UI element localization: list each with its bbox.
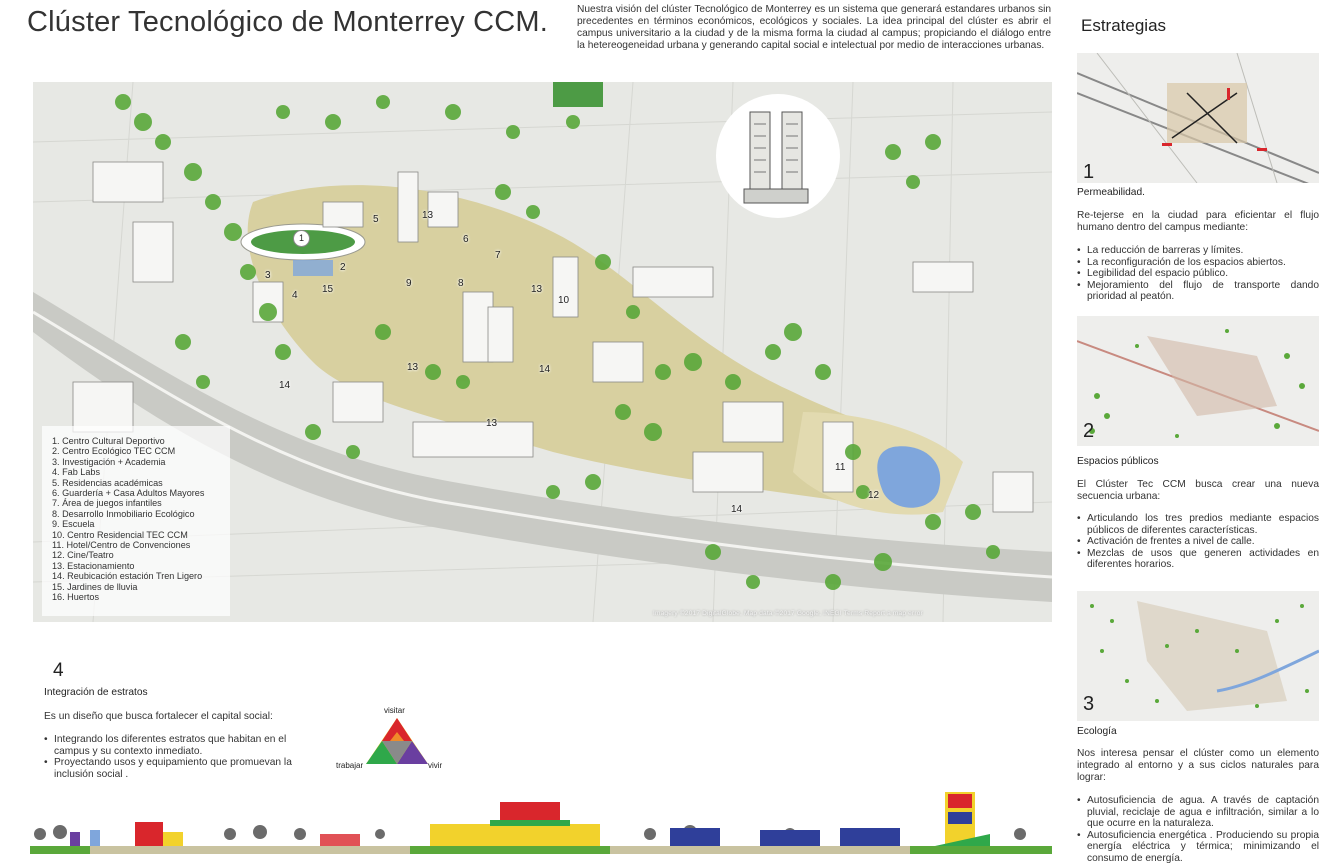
map-tag: 11 xyxy=(835,462,846,473)
list-item: Mezclas de usos que generen actividades … xyxy=(1077,548,1319,571)
map-tag: 13 xyxy=(531,284,543,295)
ecology-map xyxy=(1077,591,1319,721)
map-tag: 4 xyxy=(292,290,298,301)
map-tag: 9 xyxy=(406,278,412,289)
map-tag: 10 xyxy=(558,295,570,306)
map-copyright: Imagery ©2017 DigitalGlobe, Map data ©20… xyxy=(653,610,923,617)
masterplan-drawing xyxy=(33,82,1052,622)
map-tag: 1 xyxy=(293,230,310,247)
map-tag: 6 xyxy=(463,234,469,245)
triangle-label-left: trabajar xyxy=(336,761,364,770)
triangle-label-right: vivir xyxy=(428,761,443,770)
legend-item: 6. Guardería + Casa Adultos Mayores xyxy=(52,488,205,499)
strategy-3-diagram: 3 xyxy=(1077,591,1319,721)
integration-title: Integración de estratos xyxy=(44,687,148,698)
legend-item: 4. Fab Labs xyxy=(52,467,101,478)
triangle-icon xyxy=(366,718,428,764)
legend-item: 14. Reubicación estación Tren Ligero xyxy=(52,571,203,582)
strata-triangle: visitar trabajar vivir xyxy=(336,706,448,772)
aerial-masterplan: 1 2 3 4 5 6 7 8 9 10 11 12 13 13 13 13 1… xyxy=(33,82,1052,622)
map-tag: 13 xyxy=(486,418,498,429)
strategy-2-list: Articulando los tres predios mediante es… xyxy=(1077,513,1319,571)
urban-section-elevation xyxy=(30,788,1052,858)
strategy-3-list: Autosuficiencia de agua. A través de cap… xyxy=(1077,795,1319,865)
list-item: Activación de frentes a nivel de calle. xyxy=(1077,536,1319,548)
legend-item: 7. Área de juegos infantiles xyxy=(52,498,162,509)
strategy-2-number: 2 xyxy=(1083,420,1095,442)
legend-item: 10. Centro Residencial TEC CCM xyxy=(52,529,188,540)
list-item: Legibilidad del espacio público. xyxy=(1077,268,1319,280)
map-tag: 14 xyxy=(731,504,743,515)
strategy-2-text: El Clúster Tec CCM busca crear una nueva… xyxy=(1077,479,1319,502)
list-item: Autosuficiencia energética . Produciendo… xyxy=(1077,830,1319,865)
legend-item: 5. Residencias académicas xyxy=(52,477,163,488)
map-tag: 13 xyxy=(422,210,434,221)
map-tag: 3 xyxy=(265,270,271,281)
map-tag: 2 xyxy=(340,262,346,273)
integration-text: Es un diseño que busca fortalecer el cap… xyxy=(44,711,273,722)
map-tag: 14 xyxy=(539,364,551,375)
permeability-map xyxy=(1077,53,1319,183)
list-item: La reconfiguración de los espacios abier… xyxy=(1077,257,1319,269)
strategy-2-diagram: 2 xyxy=(1077,316,1319,446)
map-tag: 14 xyxy=(279,380,291,391)
strategy-3-text: Nos interesa pensar el clúster como un e… xyxy=(1077,748,1319,783)
strategy-1-text: Re-tejerse en la ciudad para eficientar … xyxy=(1077,210,1319,233)
tower-inset xyxy=(716,94,840,218)
legend-item: 16. Huertos xyxy=(52,592,100,603)
section-drawing xyxy=(30,792,1052,854)
strategy-1-diagram: 1 xyxy=(1077,53,1319,183)
strategy-1-list: La reducción de barreras y límites. La r… xyxy=(1077,245,1319,303)
legend-item: 11. Hotel/Centro de Convenciones xyxy=(52,540,191,551)
page-title: Clúster Tecnológico de Monterrey CCM. xyxy=(27,6,549,38)
strategy-3-title: Ecología xyxy=(1077,726,1117,737)
intro-paragraph: Nuestra visión del clúster Tecnológico d… xyxy=(577,4,1051,51)
legend-item: 9. Escuela xyxy=(52,519,95,530)
integration-list: Integrando los diferentes estratos que h… xyxy=(44,734,314,780)
strategy-3-number: 3 xyxy=(1083,693,1095,715)
list-item: La reducción de barreras y límites. xyxy=(1077,245,1319,257)
triangle-label-top: visitar xyxy=(384,706,405,715)
list-item: Integrando los diferentes estratos que h… xyxy=(44,734,314,757)
legend-item: 2. Centro Ecológico TEC CCM xyxy=(52,446,176,457)
strategy-1-title: Permeabilidad. xyxy=(1077,187,1145,198)
list-item: Articulando los tres predios mediante es… xyxy=(1077,513,1319,536)
map-tag: 15 xyxy=(322,284,334,295)
legend-item: 13. Estacionamiento xyxy=(52,560,135,571)
list-item: Proyectando usos y equipamiento que prom… xyxy=(44,757,314,780)
map-tag: 7 xyxy=(495,250,501,261)
map-tag: 12 xyxy=(868,490,880,501)
legend-item: 15. Jardines de lluvia xyxy=(52,581,138,592)
legend-item: 1. Centro Cultural Deportivo xyxy=(52,436,165,446)
map-tag: 8 xyxy=(458,278,464,289)
strategy-1-number: 1 xyxy=(1083,161,1095,183)
map-tag: 5 xyxy=(373,214,379,225)
public-space-map xyxy=(1077,316,1319,446)
strategy-2-title: Espacios públicos xyxy=(1077,456,1159,467)
integration-number: 4 xyxy=(53,660,64,681)
list-item: Autosuficiencia de agua. A través de cap… xyxy=(1077,795,1319,830)
tower-sketch xyxy=(743,111,809,204)
legend-item: 8. Desarrollo Inmobiliario Ecológico xyxy=(52,508,195,519)
legend-item: 12. Cine/Teatro xyxy=(52,550,114,561)
strategies-heading: Estrategias xyxy=(1081,16,1167,35)
legend: 1. Centro Cultural Deportivo 2. Centro E… xyxy=(42,426,230,616)
legend-item: 3. Investigación + Academia xyxy=(52,456,166,467)
list-item: Mejoramiento del flujo de transporte dan… xyxy=(1077,280,1319,303)
map-tag: 13 xyxy=(407,362,419,373)
